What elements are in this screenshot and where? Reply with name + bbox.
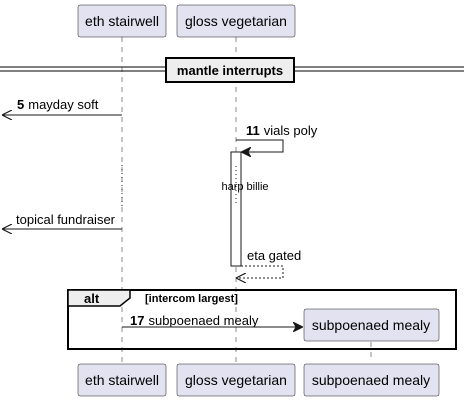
participant-eth-stairwell-bottom: eth stairwell [77,363,167,397]
participant-label: gloss vegetarian [185,372,287,388]
participant-label: eth stairwell [85,372,159,388]
participant-eth-stairwell-top: eth stairwell [77,4,167,38]
alt-frame-border [67,289,457,350]
message-mayday-soft: 5 mayday soft [2,97,122,115]
message-arrow [236,265,284,278]
delay-label: harp billie [221,181,268,193]
message-text: vials poly [264,123,318,138]
message-topical-fundraiser: topical fundraiser [2,212,122,229]
participant-label: eth stairwell [85,13,159,29]
message-label: 5 mayday soft [17,97,99,112]
message-eta-gated: eta gated [236,248,301,278]
alt-frame-guard: [intercom largest] [145,293,238,305]
participant-gloss-vegetarian-top: gloss vegetarian [176,4,296,38]
message-number: 5 [17,97,24,112]
message-label: 11 vials poly [246,123,318,138]
delay: harp billie [121,165,269,207]
divider-box [165,57,295,83]
participant-gloss-vegetarian-bottom: gloss vegetarian [176,363,296,397]
alt-frame-keyword: alt [84,291,100,306]
alt-frame-tab [67,289,131,307]
alt-frame: alt [intercom largest] [67,289,457,350]
message-label: 17 subpoenaed mealy [130,313,259,328]
participant-subpoenaed-mealy-bottom: subpoenaed mealy [303,363,440,397]
participant-label: gloss vegetarian [185,13,287,29]
message-vials-poly: 11 vials poly [236,123,318,152]
message-number: 17 [130,313,144,328]
participant-label: subpoenaed mealy [312,372,430,388]
message-text: mayday soft [28,97,98,112]
message-text: subpoenaed mealy [148,313,258,328]
participant-label: subpoenaed mealy [312,317,430,333]
participant-subpoenaed-mealy-created: subpoenaed mealy [303,308,440,342]
divider-label: mantle interrupts [177,63,283,78]
message-number: 11 [246,123,260,138]
message-subpoenaed-mealy: 17 subpoenaed mealy [122,313,303,328]
divider: mantle interrupts [0,57,464,83]
message-arrow [236,139,284,152]
message-text: eta gated [247,248,301,263]
activation-bar [230,151,242,267]
message-text: topical fundraiser [16,212,116,227]
